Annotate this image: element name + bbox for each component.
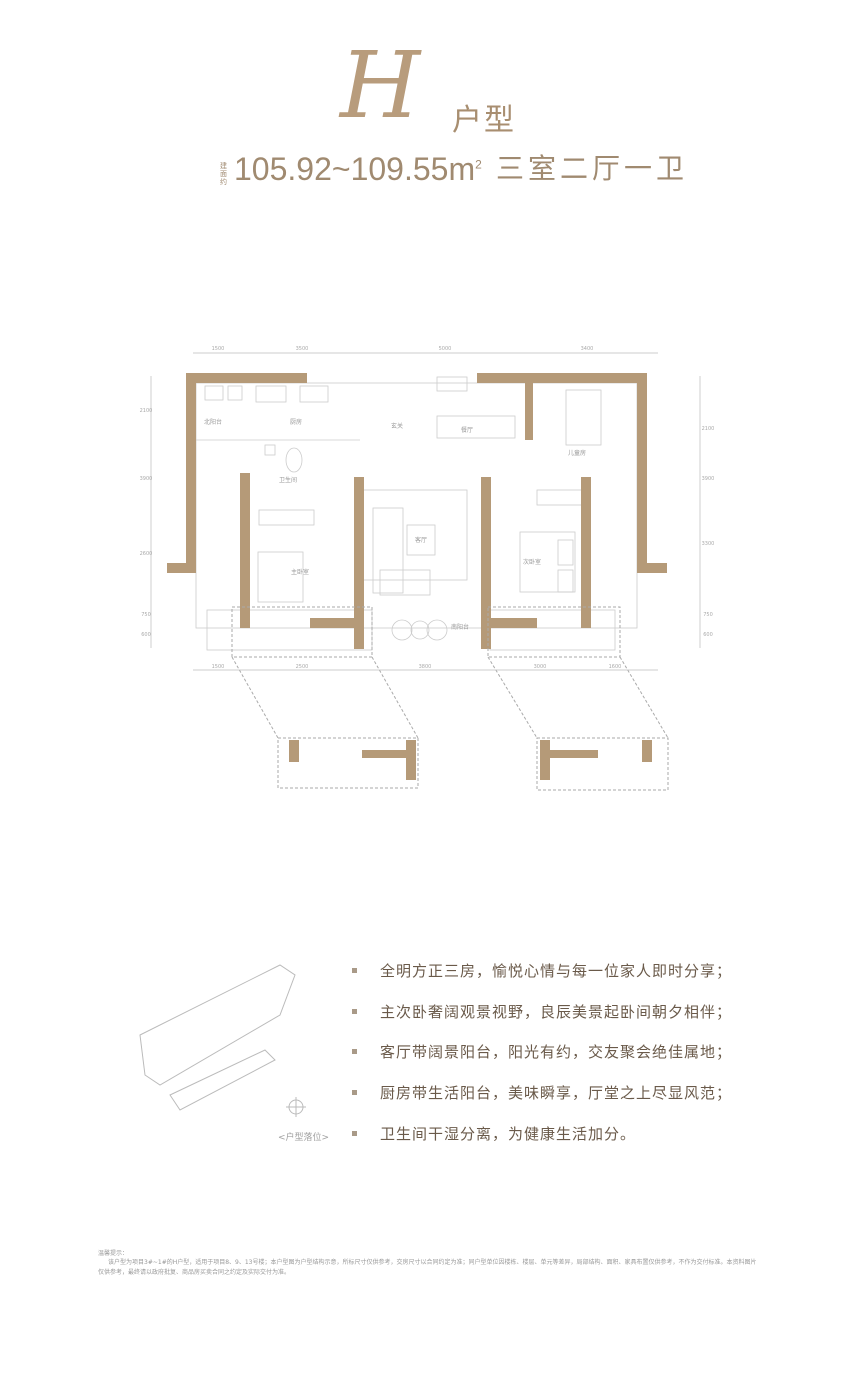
floor-plan: 1500 3500 5000 3400 1500 2500 3800 3000 … bbox=[140, 346, 715, 791]
dim-bottom-1: 1500 bbox=[212, 664, 225, 670]
dim-top-4: 3400 bbox=[581, 346, 594, 352]
dim-right-3: 3300 bbox=[702, 541, 715, 547]
furniture-lines bbox=[195, 376, 638, 651]
bullet-icon bbox=[352, 1009, 357, 1014]
feature-3: 客厅带阔景阳台，阳光有约，交友聚会绝佳属地； bbox=[380, 1043, 733, 1061]
area-unit-sup: 2 bbox=[475, 157, 482, 172]
feature-1: 全明方正三房，愉悦心情与每一位家人即时分享； bbox=[380, 962, 733, 980]
dim-bottom-2: 2500 bbox=[296, 664, 309, 670]
notice-title: 温馨提示： bbox=[98, 1250, 129, 1257]
dim-bottom-5: 1600 bbox=[609, 664, 622, 670]
dim-right-2: 3900 bbox=[702, 476, 715, 482]
unit-type-title: 户型 bbox=[452, 103, 516, 138]
area-prefix: 建面约 bbox=[220, 162, 227, 186]
bullet-icon bbox=[352, 1131, 357, 1136]
balcony-inset-walls bbox=[289, 740, 652, 780]
bullet-icon bbox=[352, 968, 357, 973]
dim-left-1: 2100 bbox=[140, 408, 153, 414]
balcony-callouts bbox=[231, 606, 669, 791]
room-second-bedroom: 次卧室 bbox=[523, 558, 541, 566]
dim-top-1: 1500 bbox=[212, 346, 225, 352]
dim-top-3: 5000 bbox=[439, 346, 452, 352]
room-dining: 餐厅 bbox=[461, 426, 473, 434]
room-kids: 儿童房 bbox=[568, 449, 586, 457]
room-foyer: 玄关 bbox=[391, 422, 403, 430]
room-north-balcony: 北阳台 bbox=[204, 418, 222, 426]
dim-bottom-3: 3800 bbox=[419, 664, 432, 670]
dim-bottom-4: 3000 bbox=[534, 664, 547, 670]
dim-left-4: 750 bbox=[141, 612, 151, 618]
room-living: 客厅 bbox=[415, 536, 427, 544]
room-master-bedroom: 主卧室 bbox=[291, 568, 309, 576]
room-south-balcony: 南阳台 bbox=[451, 623, 469, 631]
room-layout: 三室二厅一卫 bbox=[496, 152, 689, 185]
room-bathroom: 卫生间 bbox=[279, 476, 297, 484]
dim-right-5: 600 bbox=[703, 632, 713, 638]
room-kitchen: 厨房 bbox=[290, 418, 302, 426]
area-range: 105.92~109.55m2 bbox=[234, 151, 482, 187]
notice-text: 该户型为项目3#~1#的H户型，适用于项目8、9、13号楼；本户型图为户型结构示… bbox=[98, 1259, 757, 1276]
dim-right-4: 750 bbox=[703, 612, 713, 618]
dimension-lines bbox=[150, 352, 701, 671]
feature-4: 厨房带生活阳台，美味瞬享，厅堂之上尽显风范； bbox=[380, 1084, 733, 1102]
walls bbox=[167, 373, 667, 649]
dimension-labels: 1500 3500 5000 3400 1500 2500 3800 3000 … bbox=[140, 346, 715, 670]
area-value: 105.92~109.55m bbox=[234, 151, 476, 187]
bullet-icon bbox=[352, 1049, 357, 1054]
site-location-map bbox=[139, 964, 306, 1117]
dim-right-1: 2100 bbox=[702, 426, 715, 432]
feature-2: 主次卧奢阔观景视野，良辰美景起卧间朝夕相伴； bbox=[380, 1003, 733, 1021]
dim-left-5: 600 bbox=[141, 632, 151, 638]
dim-left-2: 3900 bbox=[140, 476, 153, 482]
unit-letter: H bbox=[340, 32, 421, 139]
dim-left-3: 2600 bbox=[140, 551, 153, 557]
bullet-icon bbox=[352, 1090, 357, 1095]
site-location-label: <户型落位> bbox=[278, 1133, 330, 1143]
room-labels: 北阳台 厨房 玄关 餐厅 儿童房 卫生间 客厅 主卧室 次卧室 南阳台 bbox=[204, 418, 586, 631]
dim-top-2: 3500 bbox=[296, 346, 309, 352]
feature-5: 卫生间干湿分离，为健康生活加分。 bbox=[380, 1125, 637, 1143]
